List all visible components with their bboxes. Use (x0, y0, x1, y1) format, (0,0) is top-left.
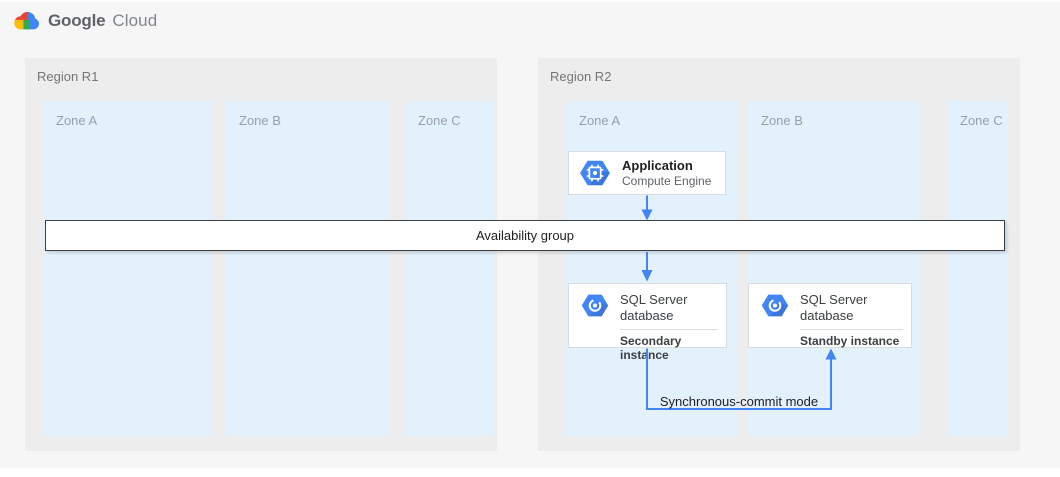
region-r1-label: Region R1 (37, 69, 99, 84)
google-cloud-logo: Google Cloud (14, 10, 157, 32)
sql-standby-instance-label: Standby instance (800, 334, 900, 348)
application-title: Application (622, 158, 693, 173)
zone-label: Zone C (960, 113, 1003, 128)
sql-secondary-title: SQL Server database (620, 292, 688, 323)
region-r2-zone-b: Zone B (748, 101, 920, 436)
google-cloud-logo-icon (14, 11, 40, 30)
region-r1-zone-a: Zone A (43, 101, 211, 436)
zone-label: Zone A (56, 113, 98, 128)
availability-group-bar: Availability group (45, 220, 1005, 251)
sql-standby-node: SQL Server database Standby instance (748, 283, 912, 348)
application-node: Application Compute Engine (568, 151, 726, 195)
region-r1: Region R1 Zone A Zone B Zone C (25, 58, 497, 451)
region-r2: Region R2 Zone A Zone B Zone C (538, 58, 1020, 451)
sql-server-database-icon (761, 294, 789, 317)
zone-label: Zone B (761, 113, 803, 128)
zone-label: Zone A (579, 113, 621, 128)
sql-standby-title: SQL Server database (800, 292, 868, 323)
diagram-canvas: Google Cloud Region R1 Zone A Zone B Zon… (0, 2, 1060, 468)
availability-group-label: Availability group (475, 228, 575, 243)
zone-label: Zone B (239, 113, 281, 128)
sql-secondary-instance-label: Secondary instance (620, 334, 682, 362)
divider (620, 329, 718, 330)
sql-server-database-icon (581, 294, 609, 317)
region-r2-zone-c: Zone C (947, 101, 1008, 436)
zone-label: Zone C (418, 113, 461, 128)
divider (800, 329, 903, 330)
sql-secondary-node: SQL Server database Secondary instance (568, 283, 727, 362)
sync-commit-mode-label: Synchronous-commit mode (659, 394, 819, 409)
brand-google: Google (48, 11, 106, 30)
region-r1-zone-b: Zone B (226, 101, 390, 436)
brand-cloud: Cloud (112, 11, 158, 30)
application-subtitle: Compute Engine (622, 174, 712, 188)
region-r2-label: Region R2 (550, 69, 612, 84)
compute-engine-icon (580, 160, 610, 186)
region-r1-zone-c: Zone C (405, 101, 493, 436)
